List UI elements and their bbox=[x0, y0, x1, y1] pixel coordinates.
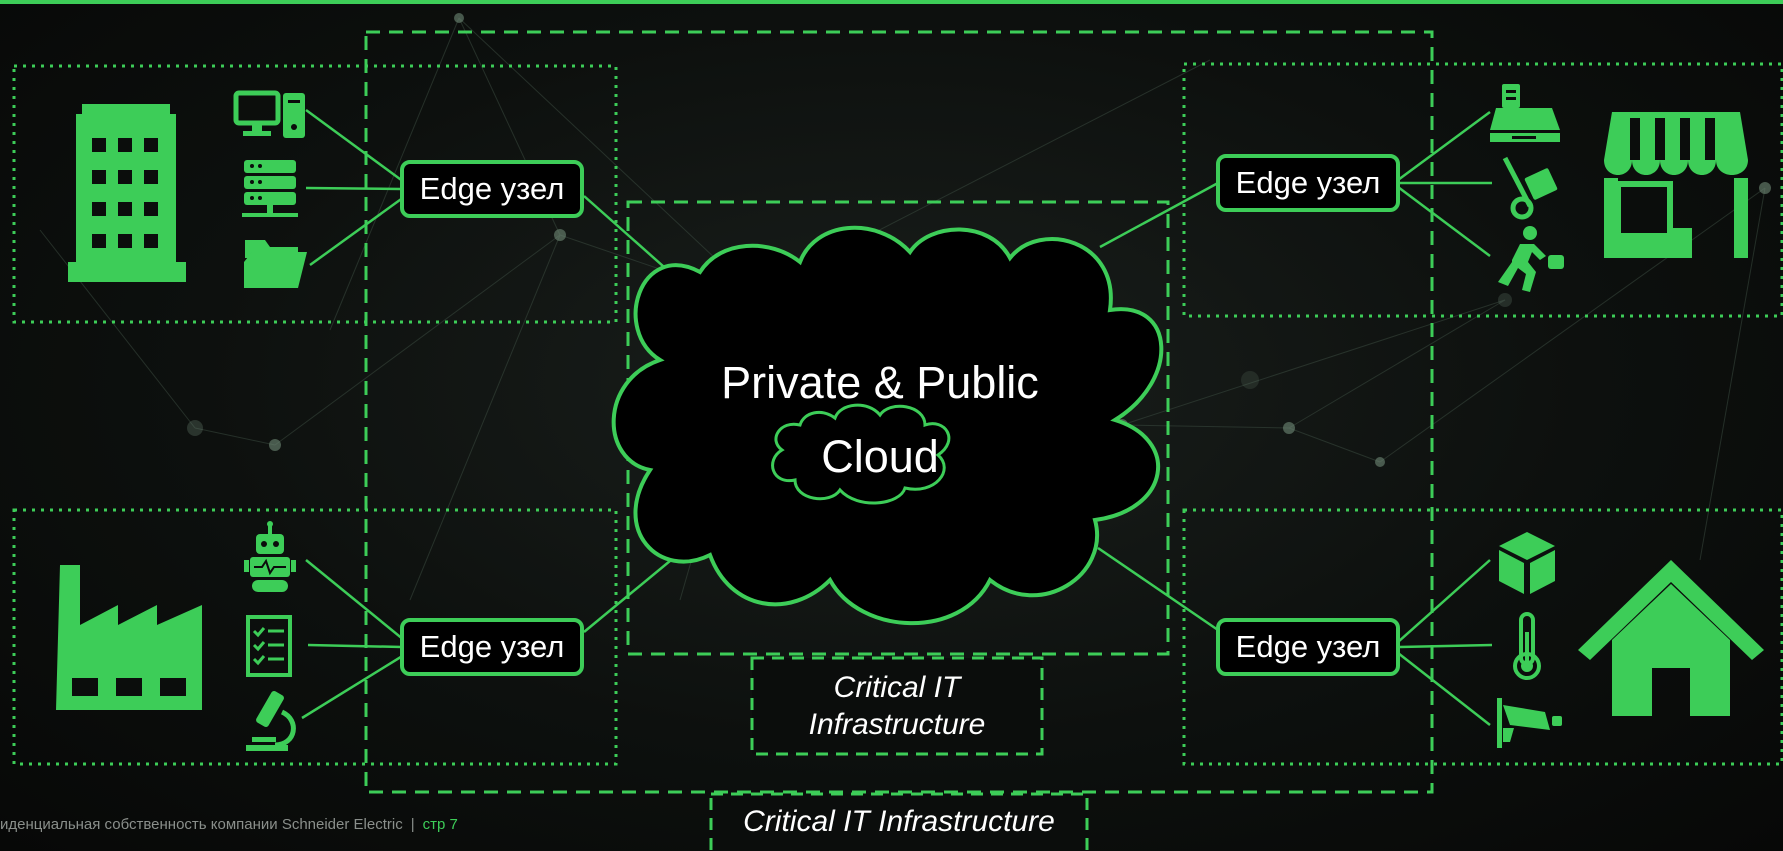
edge-node-box-bottom-right bbox=[1216, 618, 1400, 676]
security-camera-icon bbox=[1497, 698, 1562, 748]
outer-critical-infrastructure-label: Critical IT Infrastructure bbox=[743, 805, 1055, 838]
edge-node-box-bottom-left bbox=[400, 618, 584, 676]
thermometer-icon bbox=[1513, 612, 1541, 680]
package-box-icon bbox=[1499, 532, 1555, 594]
home-site-frame bbox=[1182, 508, 1783, 766]
house-icon bbox=[1578, 560, 1764, 716]
small-cloud-shape bbox=[771, 403, 951, 505]
running-person-icon bbox=[1498, 226, 1564, 292]
office-building-icon bbox=[68, 104, 186, 282]
edge-node-label-top-right: Edge узел bbox=[1235, 165, 1381, 200]
inner-critical-infrastructure-line1: Critical IT bbox=[833, 671, 961, 704]
footer-confidentiality-text: иденциальная собственность компании Schn… bbox=[0, 816, 403, 833]
cloud-title-line2: Cloud bbox=[821, 431, 939, 482]
robot-icon bbox=[244, 521, 296, 592]
edge-node-box-top-right bbox=[1216, 154, 1400, 212]
factory-icon bbox=[56, 565, 202, 710]
outer-critical-infrastructure-label-box bbox=[709, 792, 1089, 851]
hand-truck-icon bbox=[1502, 156, 1558, 220]
connector-lines bbox=[301, 108, 1493, 726]
microscope-icon bbox=[246, 691, 296, 751]
folder-icon bbox=[244, 240, 307, 288]
store-site-frame bbox=[1182, 62, 1783, 318]
storefront-icon bbox=[1604, 112, 1748, 258]
outer-critical-infrastructure-frame bbox=[364, 30, 1434, 794]
edge-node-label-bottom-left: Edge узел bbox=[419, 629, 565, 664]
top-accent-bar bbox=[0, 0, 1783, 4]
edge-node-label-bottom-right: Edge узел bbox=[1235, 629, 1381, 664]
desktop-computer-icon bbox=[233, 90, 305, 138]
edge-node-box-top-left bbox=[400, 160, 584, 218]
cloud-title-line1: Private & Public bbox=[721, 357, 1039, 408]
footer-page-number: стр 7 bbox=[422, 816, 458, 833]
footer-separator: | bbox=[410, 816, 415, 833]
cash-register-icon bbox=[1490, 84, 1560, 142]
edge-node-label-top-left: Edge узел bbox=[419, 171, 565, 206]
checklist-icon bbox=[246, 615, 292, 677]
server-rack-icon bbox=[242, 160, 298, 217]
factory-site-frame bbox=[12, 508, 618, 766]
office-site-frame bbox=[12, 64, 618, 324]
inner-critical-infrastructure-box bbox=[750, 656, 1044, 756]
footer: иденциальная собственность компании Schn… bbox=[0, 814, 458, 836]
inner-critical-infrastructure-line2: Infrastructure bbox=[808, 708, 986, 741]
